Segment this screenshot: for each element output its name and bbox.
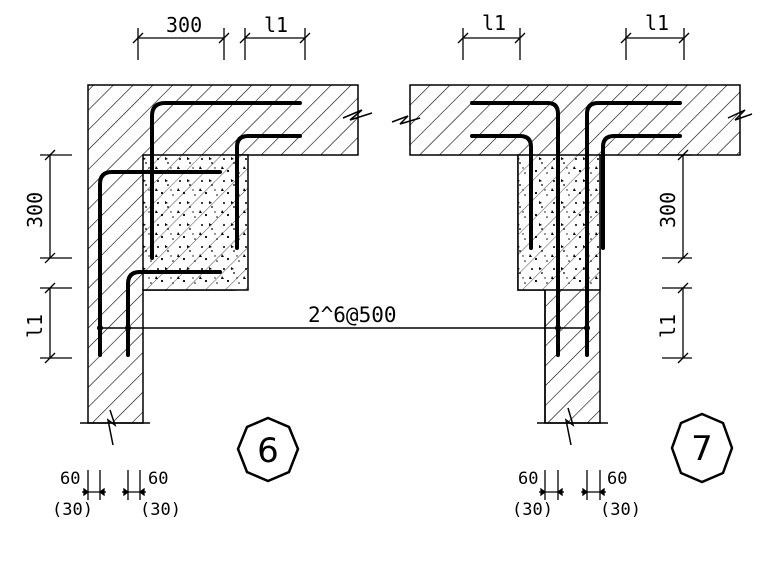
dim-top-300 bbox=[132, 28, 230, 60]
dim-top-l1 bbox=[239, 28, 311, 60]
rebar-t-left-bottom bbox=[470, 134, 533, 250]
break-line-bottom-7 bbox=[564, 407, 575, 446]
detail-6-badge bbox=[236, 416, 300, 483]
tie-end-4 bbox=[584, 325, 590, 331]
dim-side-300-7-label: 300 bbox=[656, 192, 680, 228]
web-left-top-7: 60 bbox=[518, 469, 538, 489]
detail-7: l1 l1 300 l1 bbox=[391, 11, 753, 520]
dim-web-7 bbox=[539, 470, 606, 500]
detail-7-number: 7 bbox=[691, 429, 713, 469]
detail-7-badge bbox=[670, 412, 734, 484]
dim-top-300-label: 300 bbox=[166, 13, 202, 37]
rebar-side-1 bbox=[98, 170, 222, 357]
dim-top-left-l1-7 bbox=[457, 28, 526, 60]
dim-top-l1-label: l1 bbox=[264, 13, 288, 37]
concrete-core-hatch bbox=[143, 155, 248, 290]
break-line-right-7 bbox=[727, 109, 753, 121]
rebar-top-2 bbox=[235, 134, 302, 250]
web-right-top-7: 60 bbox=[607, 469, 627, 489]
tie-end-1 bbox=[97, 325, 103, 331]
web-left-bottom-6: (30) bbox=[52, 500, 93, 520]
dim-top-left-l1-7-label: l1 bbox=[482, 11, 506, 35]
rebar-top-1 bbox=[150, 101, 302, 260]
web-right-bottom-6: (30) bbox=[140, 500, 181, 520]
dim-side-300-label: 300 bbox=[23, 192, 47, 228]
web-right-bottom-7: (30) bbox=[600, 500, 641, 520]
tie-end-2 bbox=[125, 325, 131, 331]
web-left-bottom-7: (30) bbox=[512, 500, 553, 520]
detail-6-number: 6 bbox=[257, 431, 279, 471]
detail-6: 300 l1 300 l1 bbox=[23, 13, 373, 520]
web-right-top-6: 60 bbox=[148, 469, 168, 489]
rebar-t-left-top bbox=[470, 101, 560, 357]
rebars-6 bbox=[98, 101, 302, 357]
dim-side-300-7 bbox=[662, 149, 692, 264]
dim-side-l1-label: l1 bbox=[23, 314, 47, 338]
rebar-t-right-bottom bbox=[601, 134, 682, 250]
tie-end-3 bbox=[555, 325, 561, 331]
dim-top-right-l1-7 bbox=[620, 28, 690, 60]
dim-side-l1-7 bbox=[662, 282, 692, 364]
rebar-side-2 bbox=[126, 270, 222, 357]
break-line-right bbox=[342, 109, 373, 121]
dim-top-right-l1-7-label: l1 bbox=[645, 11, 669, 35]
dim-side-l1 bbox=[40, 282, 72, 364]
tie-label: 2^6@500 bbox=[308, 303, 397, 327]
dim-side-300 bbox=[40, 149, 72, 264]
tie-bar: 2^6@500 bbox=[97, 303, 590, 331]
rebar-t-right-top bbox=[585, 101, 682, 357]
dim-web-6 bbox=[82, 470, 146, 500]
rebars-7 bbox=[470, 101, 682, 357]
web-left-top-6: 60 bbox=[60, 469, 80, 489]
break-line-bottom bbox=[106, 409, 117, 446]
dim-side-l1-7-label: l1 bbox=[656, 314, 680, 338]
break-line-left-7 bbox=[391, 115, 421, 125]
